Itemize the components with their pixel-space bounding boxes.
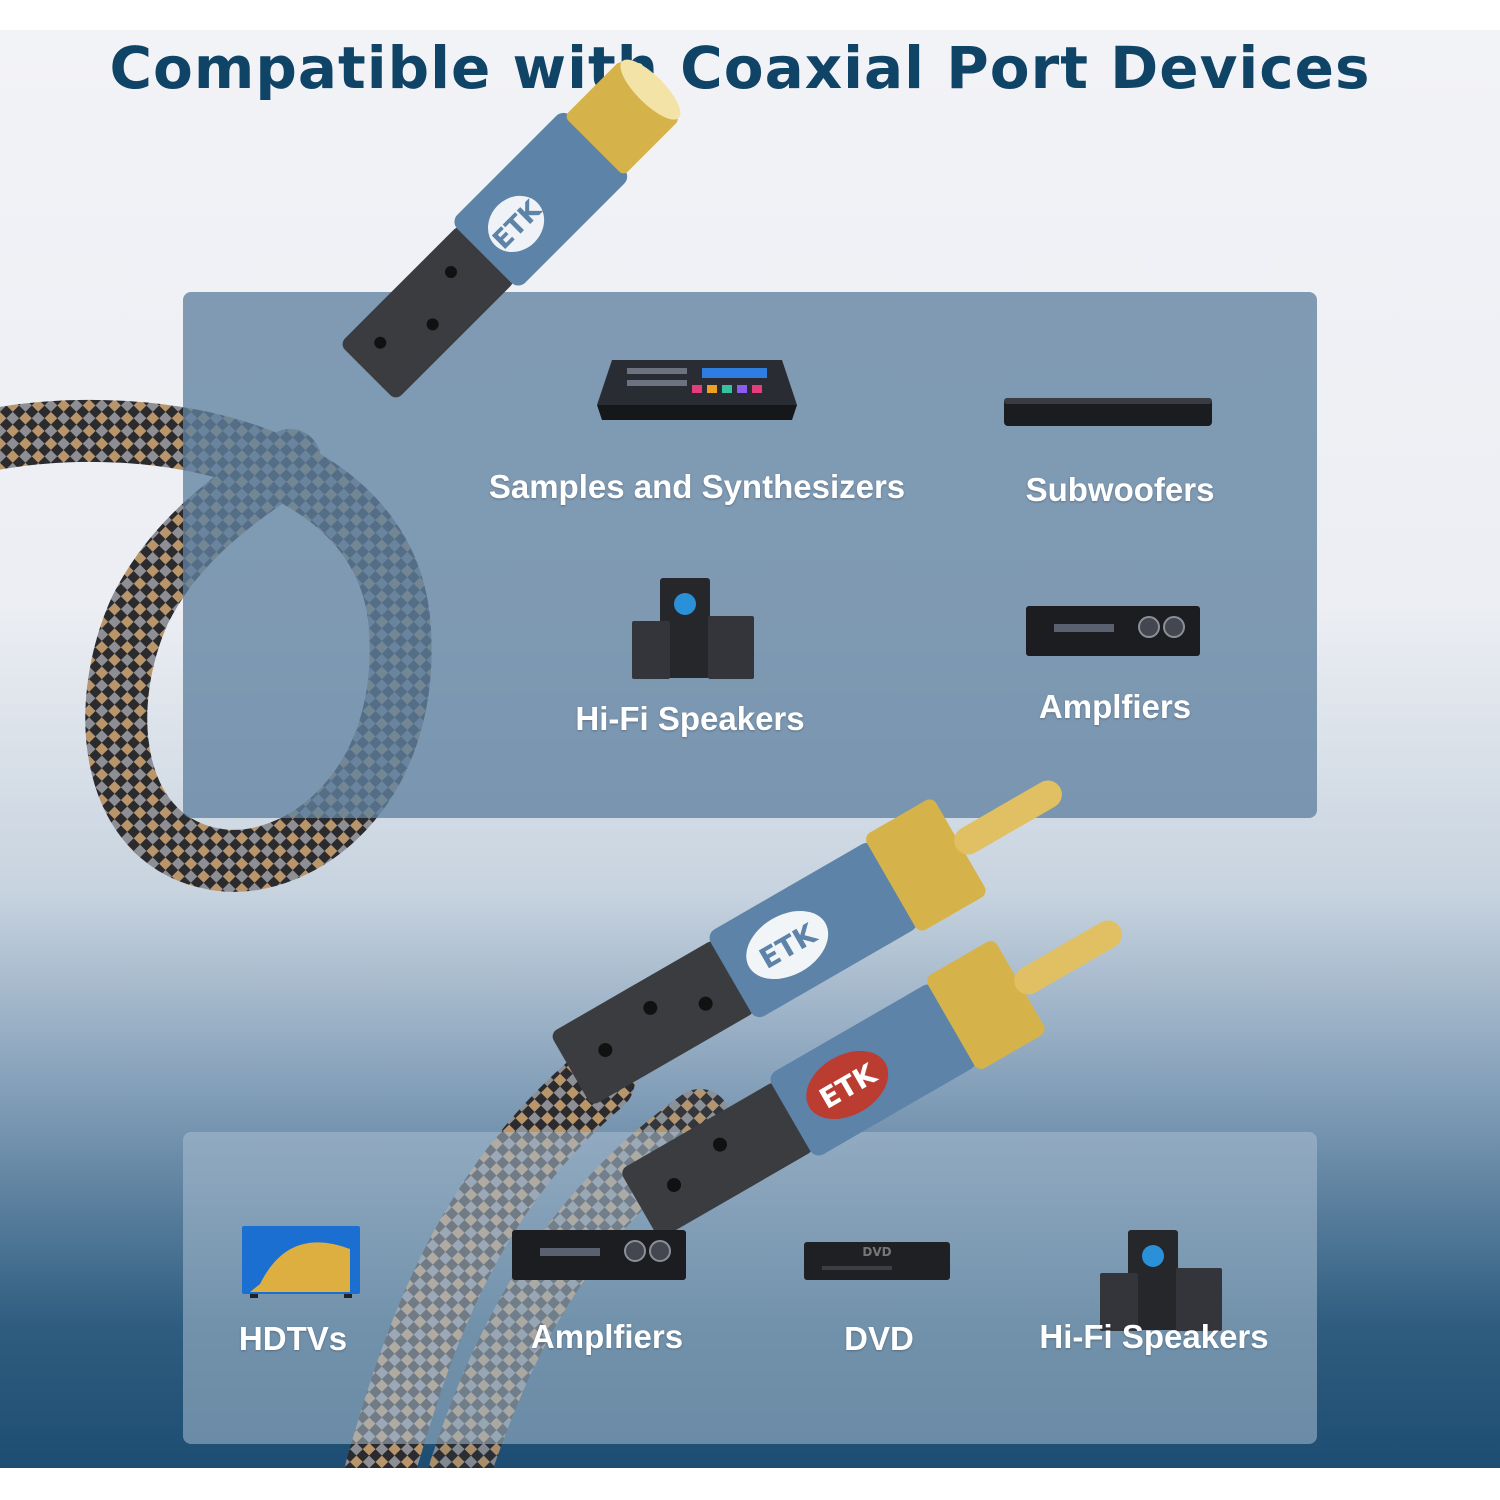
amplifier-icon [1026,606,1200,656]
subwoofer-icon [1004,398,1212,426]
device-label-hifi-speakers: Hi-Fi Speakers [1039,1318,1269,1355]
dvd-player-icon: DVD [804,1242,950,1280]
page-title: Compatible with Coaxial Port Devices [109,34,1371,102]
device-label-samples: Samples and Synthesizers [488,468,906,505]
dvd-logo-text: DVD [862,1245,891,1259]
tv-icon [242,1226,360,1298]
device-label-subwoofers: Subwoofers [1025,471,1215,508]
device-label-dvd: DVD [844,1320,914,1357]
device-label-amplifiers: Amplfiers [530,1318,684,1355]
male-rca-connectors-icon: ETK ETK [552,780,1122,1237]
amplifier-icon [512,1230,686,1280]
product-banner: Compatible with Coaxial Port Devices ETK [0,30,1500,1468]
device-label-hifi-speakers: Hi-Fi Speakers [575,700,805,737]
mixer-icon [597,360,797,420]
device-label-hdtvs: HDTVs [238,1320,348,1357]
device-label-amplifiers: Amplfiers [1038,688,1192,725]
female-rca-connector-icon: ETK [342,59,681,398]
speakers-icon [1100,1230,1222,1331]
speakers-icon [632,578,754,679]
